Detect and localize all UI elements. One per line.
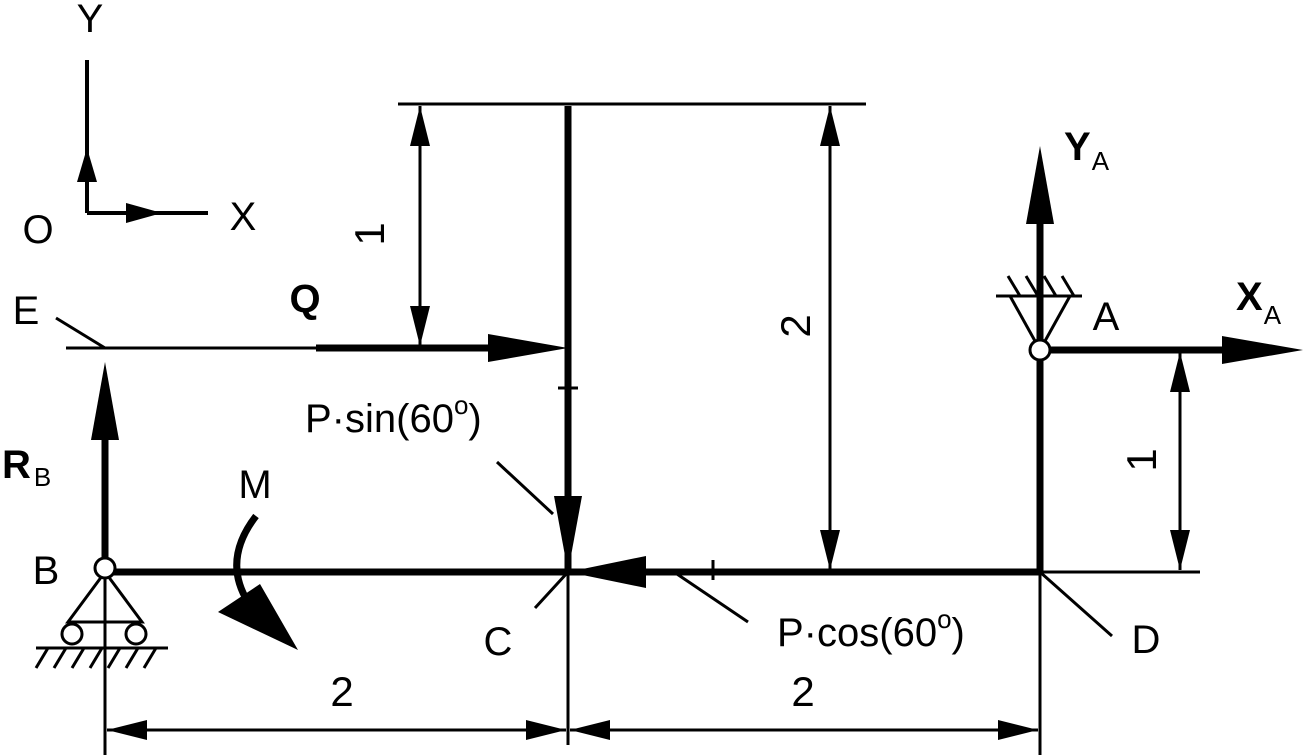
- force-rb-arrowhead: [91, 362, 119, 440]
- point-b-label: B: [33, 549, 60, 593]
- dimension-bottom-left: 2: [330, 668, 353, 715]
- force-psin-arrowhead: [554, 496, 582, 572]
- point-a-label: A: [1093, 295, 1120, 339]
- force-pcos-label: P·cos(60o): [777, 604, 965, 655]
- force-ya-arrowhead: [1026, 146, 1054, 224]
- hinge-b: [93, 556, 117, 580]
- dimension-bottom-right: 2: [791, 668, 814, 715]
- hinge-a: [1028, 338, 1052, 362]
- force-pcos-arrowhead: [568, 556, 646, 588]
- force-pcos-degree: o: [937, 604, 951, 634]
- x-axis-label: X: [230, 195, 257, 239]
- dimension-lines: [107, 106, 1182, 732]
- force-psin-close: ): [468, 397, 481, 441]
- point-e-label: E: [13, 289, 40, 333]
- origin-label: O: [22, 208, 53, 252]
- force-ya-label: YA: [1064, 125, 1110, 176]
- force-xa-arrowhead: [1222, 336, 1303, 364]
- force-ya-sub: A: [1092, 146, 1110, 176]
- y-axis-arrowhead: [77, 148, 97, 182]
- force-rb-main: R: [2, 443, 31, 487]
- force-m-label: M: [238, 463, 271, 507]
- force-xa-sub: A: [1264, 300, 1282, 330]
- point-d-label: D: [1132, 618, 1161, 662]
- force-pcos-close: ): [952, 611, 965, 655]
- y-axis-label: Y: [77, 0, 104, 41]
- dimension-top-right: 2: [772, 314, 819, 337]
- point-c-label: C: [484, 620, 513, 664]
- force-psin-label: P·sin(60o): [305, 390, 482, 441]
- force-q-arrowhead: [488, 334, 568, 362]
- force-q-label: Q: [289, 277, 320, 321]
- dimension-right: 1: [1118, 448, 1165, 471]
- moment-m-arrowhead: [218, 584, 298, 650]
- dimension-top-left: 1: [346, 222, 393, 245]
- coordinate-axes: [85, 60, 208, 215]
- leader-lines: [55, 316, 1113, 638]
- force-psin-degree: o: [454, 390, 468, 420]
- force-pcos-main: P·cos(60: [777, 611, 937, 655]
- force-psin-main: P·sin(60: [305, 397, 454, 441]
- dimension-arrowheads: [107, 106, 1190, 740]
- roller-support-b: [34, 569, 168, 669]
- force-rb-sub: B: [34, 462, 51, 492]
- force-xa-main: X: [1236, 275, 1263, 319]
- moment-m-arc: [233, 513, 259, 604]
- force-xa-label: XA: [1236, 275, 1282, 330]
- force-ya-main: Y: [1064, 125, 1091, 169]
- x-axis-arrowhead: [126, 203, 162, 223]
